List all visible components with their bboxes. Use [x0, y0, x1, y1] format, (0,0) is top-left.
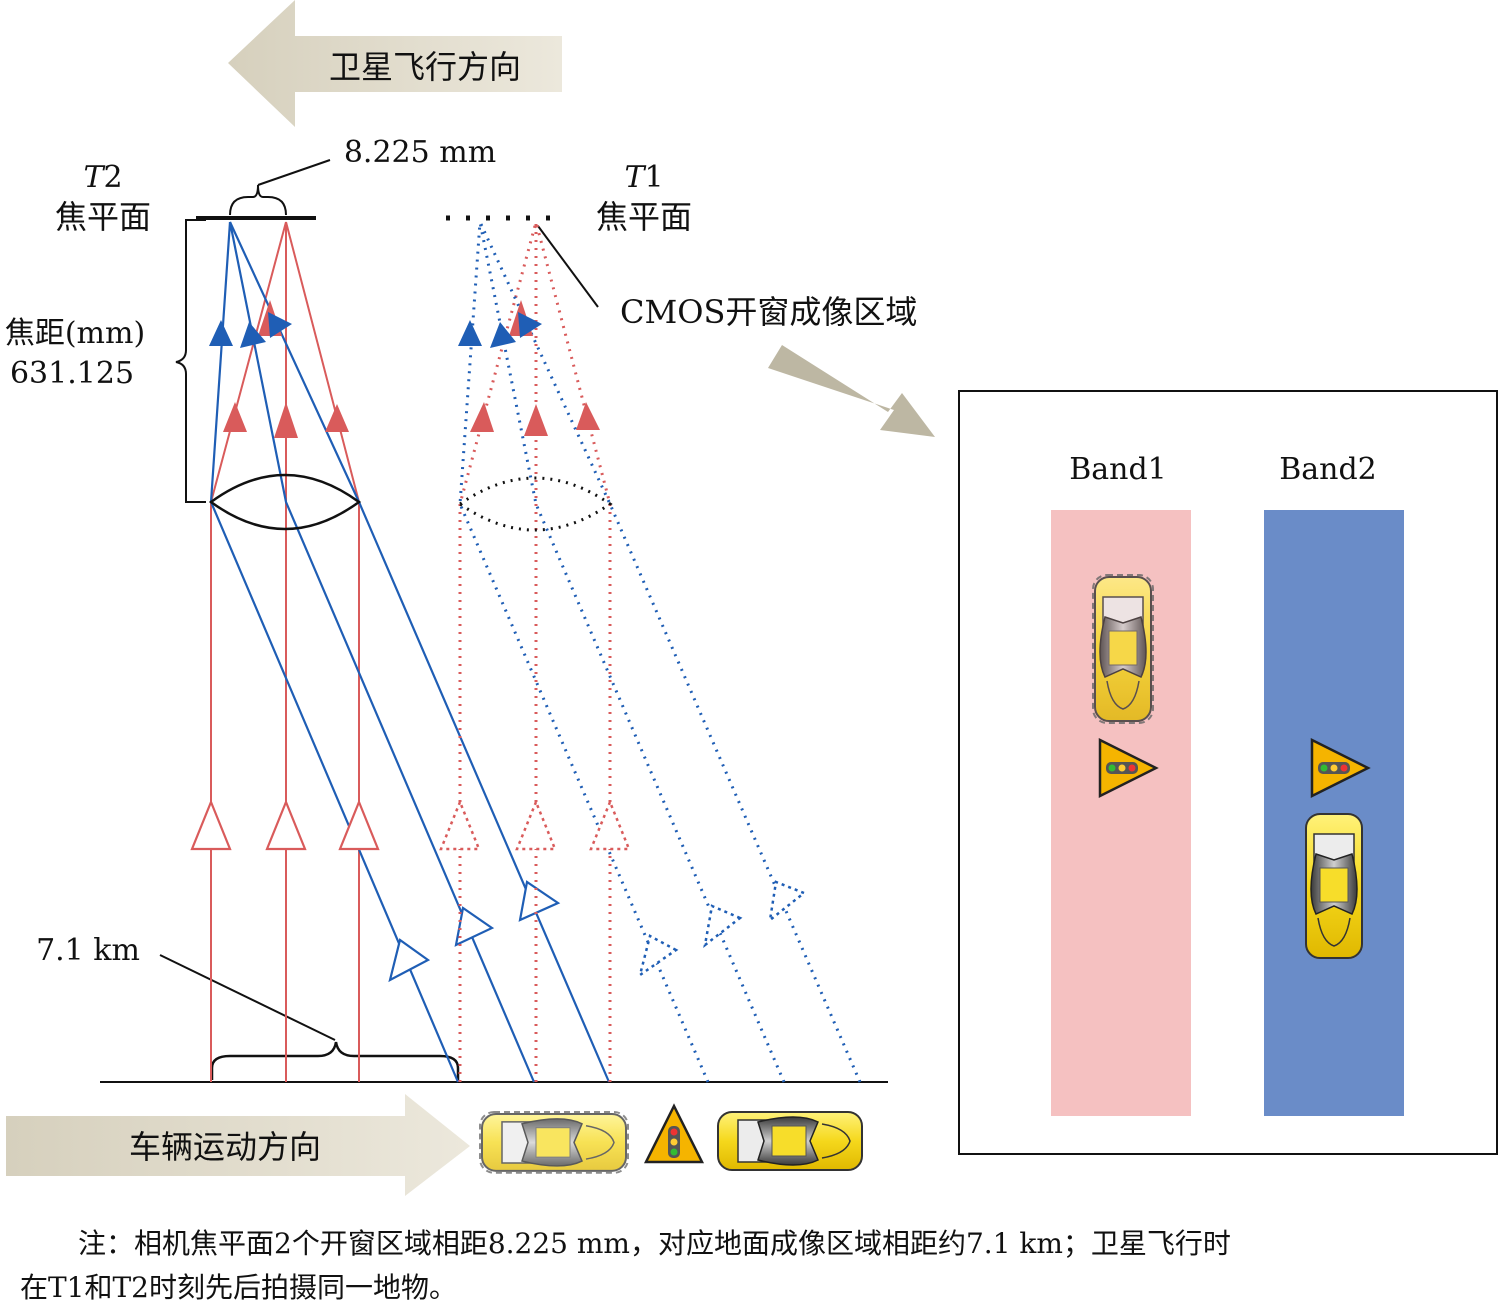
- t1-label: T1 焦平面: [596, 160, 692, 236]
- ground-objects: [479, 1104, 863, 1174]
- t2-label: T2 焦平面: [55, 160, 151, 236]
- satellite-direction-label: 卫星飞行方向: [329, 48, 521, 86]
- car-icon: [479, 1111, 629, 1174]
- cmos-label: CMOS开窗成像区域: [620, 293, 917, 331]
- ground-distance-label: 7.1 km: [36, 933, 140, 968]
- car-icon: [717, 1111, 863, 1171]
- svg-text:T1: T1: [624, 160, 663, 195]
- band1-label: Band1: [1069, 452, 1167, 487]
- offset-label: 8.225 mm: [344, 135, 496, 170]
- cmos-pointer-arrow: [768, 345, 935, 437]
- satellite-direction-arrow: 卫星飞行方向: [228, 0, 562, 127]
- band-panel: Band1 Band2: [958, 390, 1498, 1155]
- note-line-1: 注：相机焦平面2个开窗区域相距8.225 mm，对应地面成像区域相距约7.1 k…: [78, 1227, 1231, 1260]
- ground-distance-brace: [210, 1041, 460, 1080]
- vehicle-direction-arrow: 车辆运动方向: [6, 1094, 470, 1196]
- figure-note: 注：相机焦平面2个开窗区域相距8.225 mm，对应地面成像区域相距约7.1 k…: [20, 1222, 1490, 1310]
- focal-length-brace: [175, 219, 206, 503]
- imaging-diagram: 卫星飞行方向 车辆运动方向 T2 焦平面 T1 焦平面 8.225 mm 焦距(…: [5, 0, 1498, 1196]
- svg-text:T2: T2: [83, 160, 122, 195]
- svg-text:焦平面: 焦平面: [55, 198, 151, 236]
- band2-label: Band2: [1279, 452, 1377, 487]
- traffic-light-sign-icon: [644, 1104, 704, 1164]
- note-line-2: 在T1和T2时刻先后拍摄同一地物。: [20, 1271, 457, 1304]
- vehicle-direction-label: 车辆运动方向: [129, 1128, 321, 1166]
- focal-length-value: 631.125: [10, 356, 134, 391]
- t2-optics: [190, 221, 611, 1083]
- focal-length-label: 焦距(mm): [5, 316, 145, 351]
- car-icon: [1092, 574, 1154, 724]
- car-icon: [1305, 813, 1363, 959]
- svg-text:焦平面: 焦平面: [596, 198, 692, 236]
- offset-brace: [229, 184, 287, 216]
- t1-optics: [439, 221, 862, 1083]
